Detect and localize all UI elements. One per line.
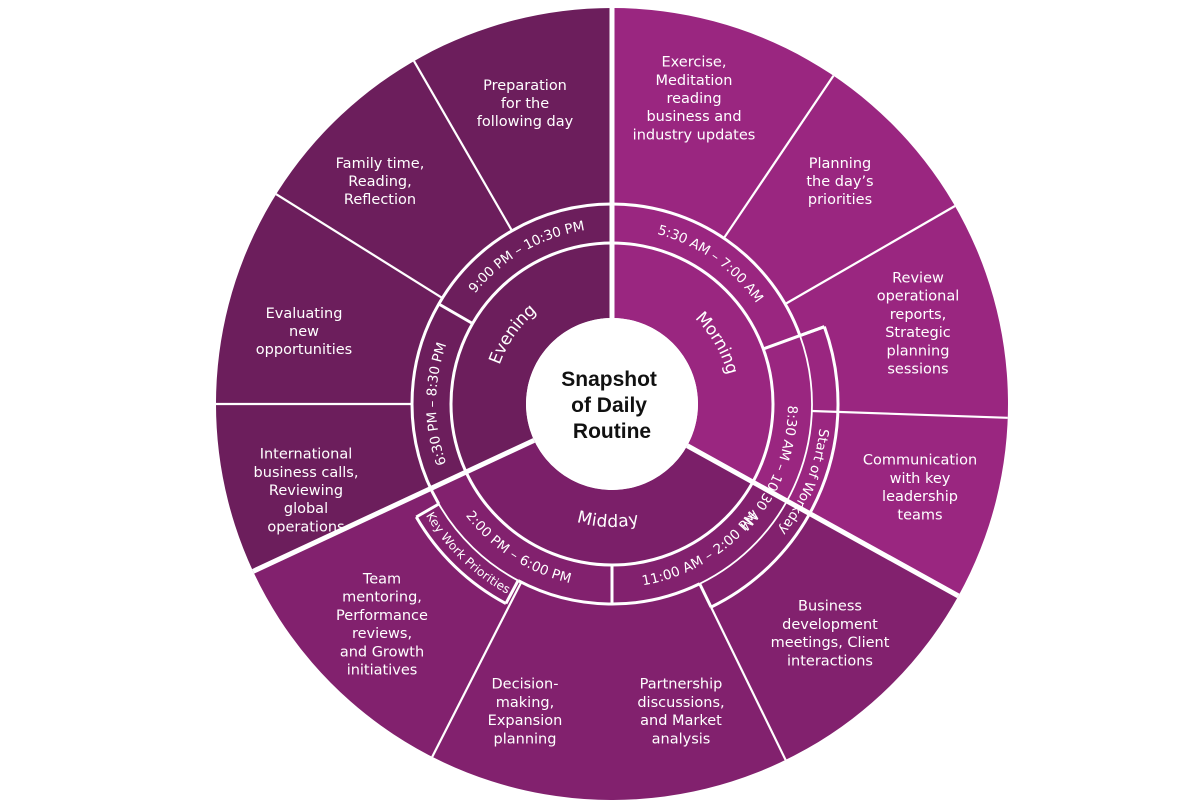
activity-exercise-line-2: Meditation (655, 73, 732, 89)
step-connector-4 (415, 502, 440, 519)
subring-border-midday (414, 516, 507, 605)
activity-evaluating-line-2: new (289, 324, 319, 340)
activity-reports-line-5: planning (887, 343, 950, 359)
activity-planning: Planning the day’s priorities (806, 156, 873, 208)
activity-reports-line-4: Strategic (885, 325, 951, 341)
divider-midday-evening (252, 438, 536, 574)
activity-divider-8 (413, 60, 513, 232)
activity-partnership-line-4: analysis (652, 731, 711, 747)
midday-core-ring (466, 440, 753, 565)
activity-partnership-line-3: and Market (640, 713, 722, 729)
activity-family-line-1: Family time, (336, 156, 425, 172)
time-ring-border-evening (410, 202, 613, 505)
divider-morning-midday (686, 443, 960, 599)
subring-inner-midday (438, 503, 519, 582)
activity-communication: Communication with key leadership teams (863, 453, 977, 524)
time-ring-border-morning (611, 202, 802, 337)
activity-reports: Review operational reports, Strategic planni… (877, 271, 960, 378)
activity-planning-line-1: Planning (809, 156, 871, 172)
activity-business-dev-line-1: Business (798, 599, 862, 615)
wheel-divider-lines (216, 8, 1008, 761)
activity-exercise-line-3: reading (666, 91, 721, 107)
activity-reports-line-6: sessions (887, 362, 948, 378)
activity-divider-7 (275, 193, 443, 299)
center-disc (526, 318, 698, 490)
activity-planning-line-2: the day’s (806, 174, 873, 190)
activity-decision-line-4: planning (494, 731, 557, 747)
center-title-line-3: Routine (573, 420, 651, 443)
activity-international-line-5: operations (267, 519, 344, 535)
activity-family-line-2: Reading, (348, 174, 411, 190)
activity-decision: Decision-making, Expansion planning (488, 677, 563, 748)
activity-divider-1 (722, 75, 835, 239)
activity-communication-line-1: Communication (863, 453, 977, 469)
wheel-segments (215, 8, 1008, 800)
subring-inner-morning (699, 335, 813, 585)
activity-family: Family time, Reading, Reflection (336, 156, 425, 208)
activity-business-dev-line-2: development (782, 617, 878, 633)
activity-evaluating: Evaluating new opportunities (256, 306, 352, 358)
step-connector-3 (504, 579, 520, 605)
activity-mentoring-line-3: Performance (336, 608, 428, 624)
activity-preparation: Preparation for the following day (477, 78, 574, 130)
activity-family-line-3: Reflection (344, 192, 416, 208)
activity-mentoring-line-5: and Growth (340, 644, 424, 660)
activity-evaluating-line-1: Evaluating (266, 306, 343, 322)
activity-decision-line-2: making, (496, 695, 554, 711)
activity-exercise-line-1: Exercise, (662, 55, 727, 71)
activity-preparation-line-1: Preparation (483, 78, 567, 94)
activity-planning-line-3: priorities (808, 192, 872, 208)
activity-decision-line-1: Decision- (492, 677, 559, 693)
activity-business-dev-line-4: interactions (787, 653, 873, 669)
divider-morning-times (762, 325, 825, 351)
center-title-line-1: Snapshot (561, 368, 657, 391)
activity-divider-2 (784, 205, 956, 305)
activity-international-line-4: global (284, 501, 328, 517)
activity-divider-3 (811, 409, 1008, 419)
activity-international-line-2: business calls, (254, 465, 359, 481)
activity-partnership-line-2: discussions, (637, 695, 724, 711)
wheel-center: Snapshot of Daily Routine (526, 318, 698, 490)
activity-exercise-line-5: industry updates (633, 127, 756, 143)
activity-mentoring-line-6: initiatives (347, 663, 418, 679)
activity-decision-line-3: Expansion (488, 713, 563, 729)
activity-divider-4 (710, 606, 787, 761)
activity-business-dev-line-3: meetings, Client (771, 635, 890, 651)
activity-exercise-line-4: business and (646, 109, 741, 125)
activity-communication-line-2: with key (890, 471, 951, 487)
activity-mentoring-line-1: Team (362, 572, 401, 588)
subring-border-morning (710, 326, 840, 609)
center-title: Snapshot of Daily Routine (561, 368, 663, 443)
activity-mentoring-line-2: mentoring, (342, 590, 422, 606)
step-connector-2 (698, 583, 713, 608)
activity-partnership-line-1: Partnership (640, 677, 723, 693)
activity-reports-line-2: operational (877, 289, 960, 305)
divider-evening-times (438, 302, 474, 325)
evening-section-bg (215, 8, 612, 572)
activity-reports-line-3: reports, (890, 307, 946, 323)
activity-partnership: Partnership discussions, and Market analysi… (637, 677, 724, 748)
time-ring-border-midday (517, 579, 701, 606)
center-title-line-2: of Daily (571, 394, 647, 417)
activity-mentoring-line-4: reviews, (352, 626, 412, 642)
activity-international: International business calls, Reviewing glo… (254, 447, 359, 536)
activity-international-line-3: Reviewing (269, 483, 343, 499)
activity-reports-line-1: Review (892, 271, 944, 287)
activity-communication-line-4: teams (897, 507, 942, 523)
morning-section-bg (612, 8, 1008, 596)
midday-section-bg (253, 440, 959, 800)
activity-evaluating-line-3: opportunities (256, 342, 352, 358)
activity-communication-line-3: leadership (882, 489, 958, 505)
activity-divider-5 (431, 581, 523, 758)
activity-preparation-line-2: for the (501, 96, 549, 112)
activity-exercise: Exercise, Meditation reading business and in… (633, 55, 756, 144)
activity-mentoring: Team mentoring, Performance reviews, and Gro… (336, 572, 428, 679)
activity-international-line-1: International (260, 447, 353, 463)
activity-preparation-line-3: following day (477, 114, 574, 130)
activity-business-dev: Business development meetings, Client inter… (771, 599, 890, 670)
